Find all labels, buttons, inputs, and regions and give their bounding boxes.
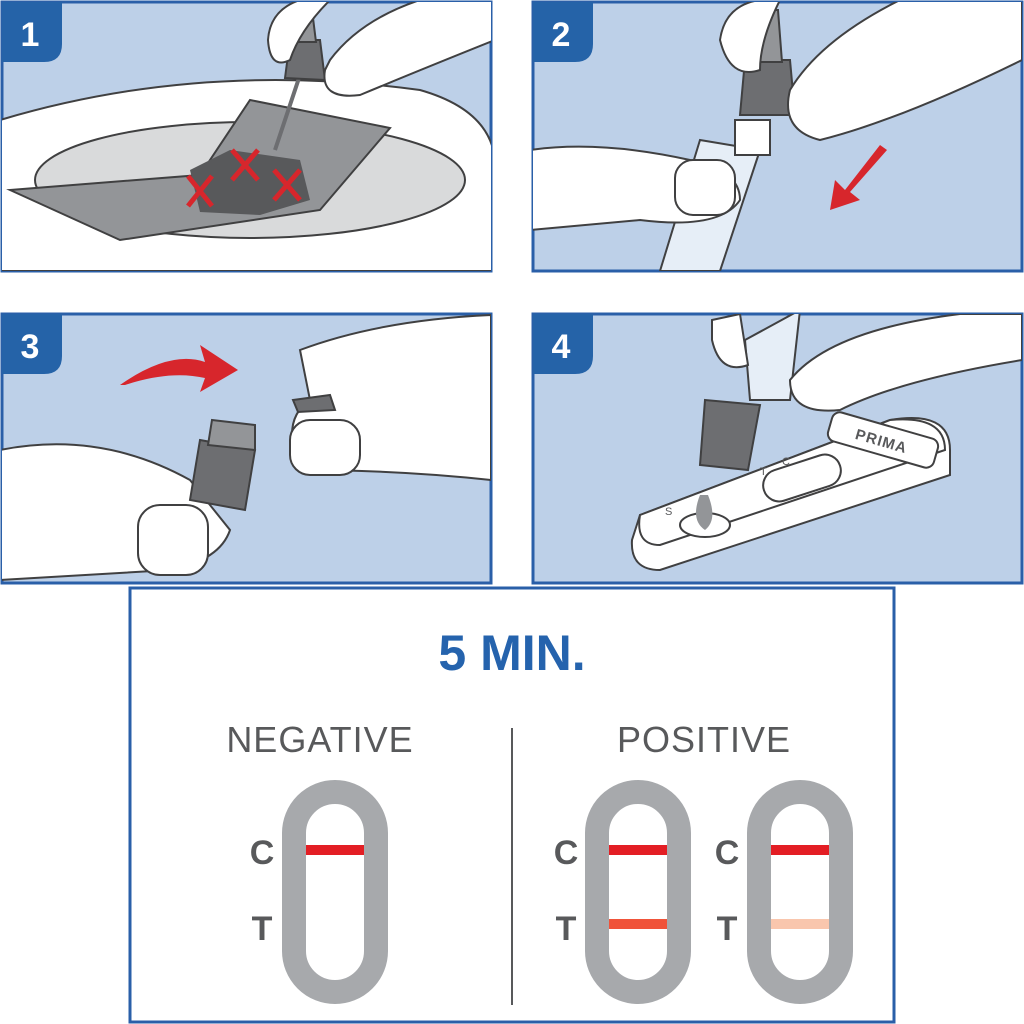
control-line [306, 845, 364, 855]
positive-strong-result-window: C T [554, 780, 691, 1004]
step-badge [2, 314, 62, 374]
t-label: T [252, 910, 273, 948]
test-line [609, 919, 667, 929]
step-4-panel: PRIMA C T S 4 [531, 312, 1024, 585]
device-t-mark: T [760, 466, 767, 478]
positive-faint-result-window: C T [715, 780, 853, 1004]
step-number: 4 [552, 328, 571, 366]
step-1-panel: 1 [0, 0, 493, 273]
step-2-panel: 2 [531, 0, 1024, 273]
step-number: 1 [21, 16, 40, 54]
negative-result-window: C T [250, 780, 388, 1004]
x-mark-icons [186, 148, 302, 208]
t-label: T [556, 910, 577, 948]
c-label: C [554, 834, 579, 872]
device-c-mark: C [782, 456, 790, 468]
results-panel: 5 MIN. NEGATIVE POSITIVE C T C T C T [128, 586, 896, 1024]
test-line-faint [771, 919, 829, 929]
arrow-down-icon [830, 145, 887, 210]
t-label: T [717, 910, 738, 948]
test-cassette-illustration: PRIMA C T S [630, 314, 1022, 572]
open-tube-illustration [533, 2, 1022, 271]
snap-tip-illustration [2, 314, 491, 581]
control-line [609, 845, 667, 855]
step-3-panel: 3 [0, 312, 493, 585]
step-badge [2, 2, 62, 62]
toilet-sample-illustration [2, 2, 491, 271]
step-badge [533, 2, 593, 62]
c-label: C [715, 834, 740, 872]
control-line [771, 845, 829, 855]
step-number: 2 [552, 16, 571, 54]
curved-arrow-icon [120, 345, 238, 392]
positive-heading: POSITIVE [617, 719, 791, 760]
wait-time-title: 5 MIN. [438, 625, 585, 681]
c-label: C [250, 834, 275, 872]
negative-heading: NEGATIVE [226, 719, 413, 760]
device-s-mark: S [665, 506, 672, 518]
step-badge [533, 314, 593, 374]
step-number: 3 [21, 328, 40, 366]
